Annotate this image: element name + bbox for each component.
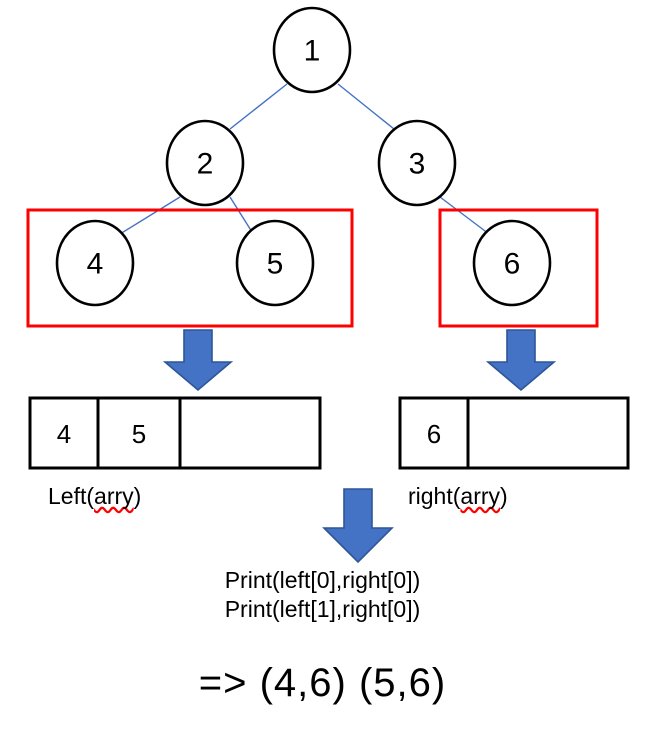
tree-node-2[interactable]: 2 bbox=[165, 119, 245, 207]
right-array-cell-0: 6 bbox=[427, 419, 441, 449]
edge-1-3 bbox=[337, 83, 395, 130]
print-statement-line-2: Print(left[1],right[0]) bbox=[224, 596, 421, 622]
edge-1-2 bbox=[229, 83, 288, 130]
left-array: 4 5 bbox=[28, 396, 322, 470]
left-down-arrow-icon bbox=[162, 329, 234, 392]
left-array-caption-misspelled: arry bbox=[94, 483, 134, 509]
right-array-outline bbox=[398, 396, 630, 470]
tree-node-5[interactable]: 5 bbox=[235, 219, 315, 307]
tree-node-4-label: 4 bbox=[87, 248, 104, 281]
left-array-cell-0: 4 bbox=[57, 419, 71, 449]
tree-node-3[interactable]: 3 bbox=[377, 119, 457, 207]
right-array-caption-suffix: ) bbox=[500, 483, 508, 509]
right-down-arrow-icon bbox=[485, 329, 557, 392]
left-array-cell-1: 5 bbox=[132, 419, 146, 449]
tree-edges bbox=[119, 83, 490, 235]
left-array-caption-suffix: ) bbox=[133, 483, 142, 509]
bottom-down-arrow-icon bbox=[322, 488, 394, 564]
tree-node-5-label: 5 bbox=[267, 248, 284, 281]
left-leaf-group-box bbox=[26, 208, 354, 328]
tree-node-1[interactable]: 1 bbox=[272, 6, 352, 94]
print-statements: Print(left[0],right[0]) Print(left[1],ri… bbox=[0, 566, 645, 624]
right-array-caption-misspelled: arry bbox=[460, 483, 501, 509]
left-array-caption: Left(arry) bbox=[48, 483, 141, 510]
tree-node-6[interactable]: 6 bbox=[472, 219, 552, 307]
left-array-caption-prefix: Left( bbox=[48, 483, 95, 509]
group-boxes bbox=[26, 208, 599, 328]
right-array-caption: right(arry) bbox=[408, 483, 508, 510]
right-leaf-group-box bbox=[438, 208, 599, 328]
edge-2-4 bbox=[119, 196, 181, 235]
result-output: => (4,6) (5,6) bbox=[198, 661, 447, 705]
right-array-caption-prefix: right( bbox=[408, 483, 461, 509]
tree-node-6-label: 6 bbox=[504, 248, 521, 281]
print-statement-line-1: Print(left[0],right[0]) bbox=[224, 567, 421, 593]
block-arrows bbox=[162, 329, 557, 564]
left-array-outline bbox=[28, 396, 322, 470]
tree-node-2-label: 2 bbox=[197, 148, 214, 181]
tree-node-3-label: 3 bbox=[409, 148, 426, 181]
tree-node-4[interactable]: 4 bbox=[55, 219, 135, 307]
tree-nodes: 1 2 3 4 5 6 bbox=[55, 6, 552, 307]
edge-3-6 bbox=[439, 196, 490, 235]
tree-node-1-label: 1 bbox=[304, 35, 321, 68]
right-array: 6 bbox=[398, 396, 630, 470]
edge-2-5 bbox=[229, 196, 253, 233]
